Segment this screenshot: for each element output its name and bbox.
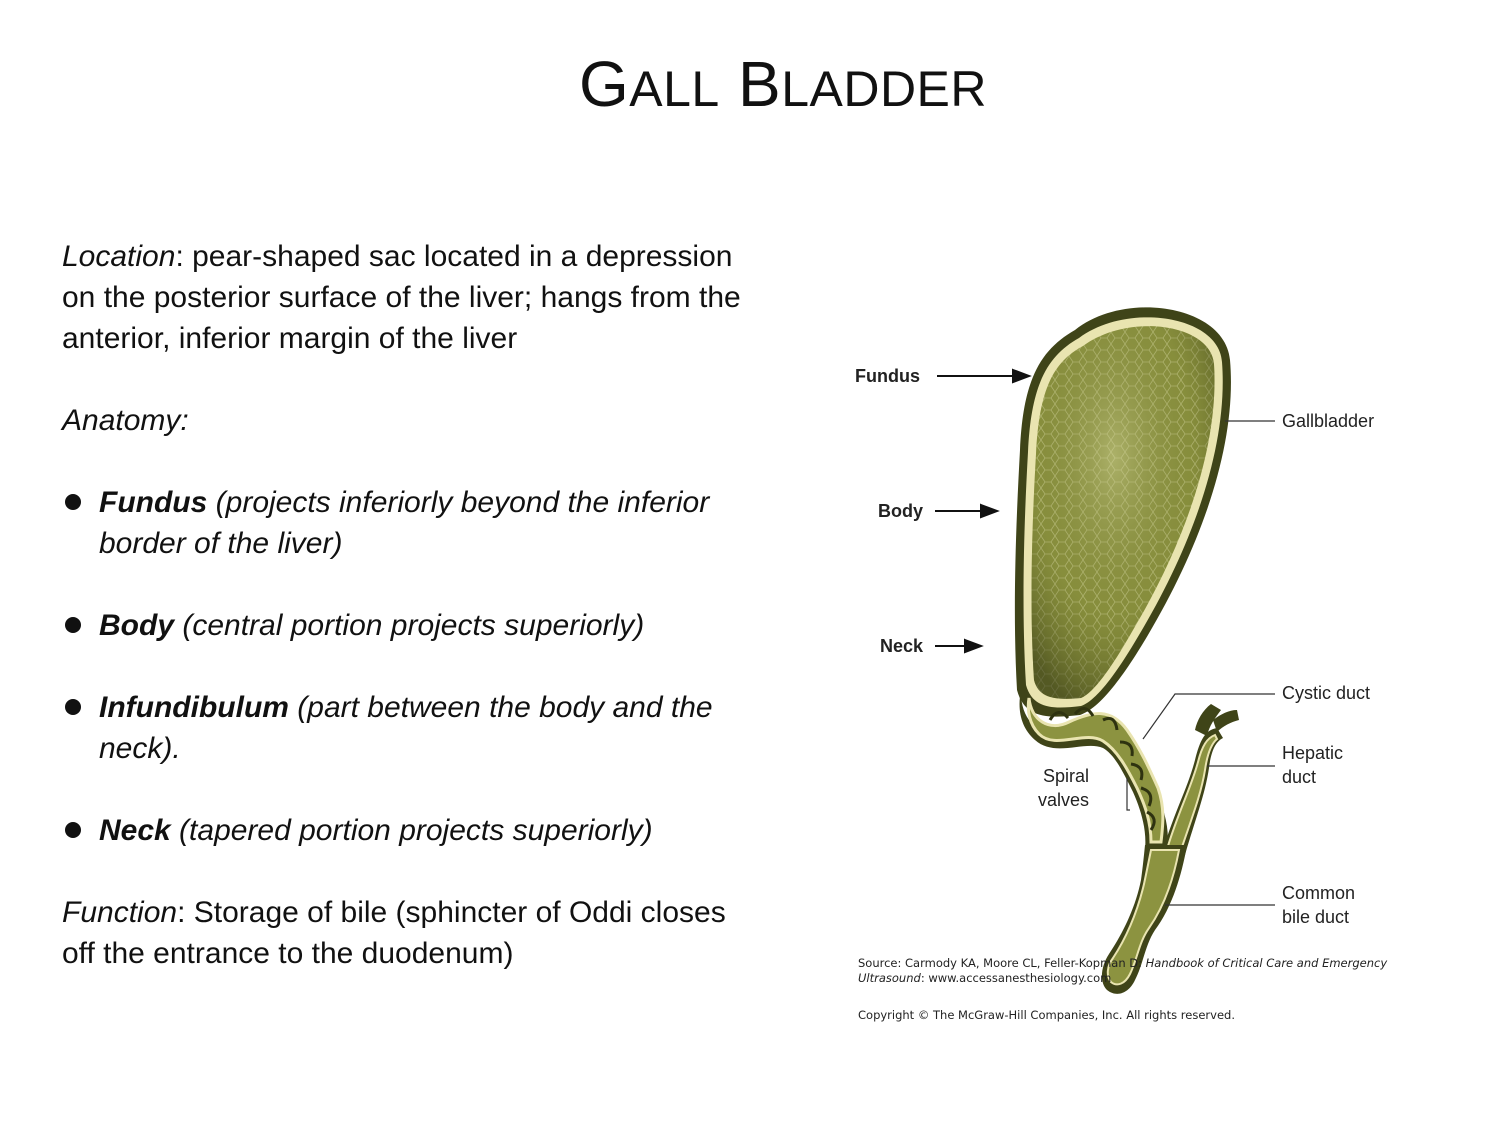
label-common-bile-duct-2: bile duct (1282, 907, 1350, 927)
arrow-neck-icon (935, 638, 984, 654)
arrow-fundus-icon (937, 368, 1032, 384)
bullet-icon (65, 617, 81, 633)
bullet-icon (65, 494, 81, 510)
label-common-bile-duct-1: Common (1282, 883, 1356, 903)
anatomy-heading: Anatomy: (62, 404, 189, 437)
spiral-valves (1048, 707, 1156, 831)
bullet-fundus: Fundus (projects inferiorly beyond the i… (62, 482, 762, 564)
label-hepatic-duct-2: duct (1282, 767, 1317, 787)
bullet-icon (65, 822, 81, 838)
function-paragraph: Function: Storage of bile (sphincter of … (62, 896, 726, 970)
label-neck: Neck (880, 636, 924, 656)
label-body: Body (878, 501, 923, 521)
label-fundus: Fundus (855, 366, 920, 386)
label-hepatic-duct-1: Hepatic (1282, 743, 1344, 763)
label-spiral-valves-2: valves (1038, 790, 1090, 810)
location-paragraph: Location: pear-shaped sac located in a d… (62, 240, 741, 355)
figure-copyright: Copyright © The McGraw-Hill Companies, I… (858, 1008, 1235, 1022)
bullet-body: Body (central portion projects superiorl… (62, 605, 762, 646)
label-cystic-duct: Cystic duct (1282, 683, 1371, 703)
gallbladder-figure: Fundus Body Neck Gallbladder Cystic duct… (845, 290, 1405, 1030)
leader-cystic-duct (1142, 693, 1275, 740)
slide-title: GALL BLADDER (578, 48, 988, 120)
body-text: Location: pear-shaped sac located in a d… (62, 236, 762, 974)
label-spiral-valves-1: Spiral (1043, 766, 1090, 786)
label-gallbladder: Gallbladder (1282, 411, 1375, 431)
arrow-body-icon (935, 503, 1000, 519)
figure-source: Source: Carmody KA, Moore CL, Feller-Kop… (858, 956, 1388, 985)
leader-spiral-valves (1126, 778, 1130, 811)
bullet-infundibulum: Infundibulum (part between the body and … (62, 687, 762, 769)
bullet-neck: Neck (tapered portion projects superiorl… (62, 810, 762, 851)
gallbladder-illustration (935, 307, 1275, 994)
bullet-icon (65, 699, 81, 715)
